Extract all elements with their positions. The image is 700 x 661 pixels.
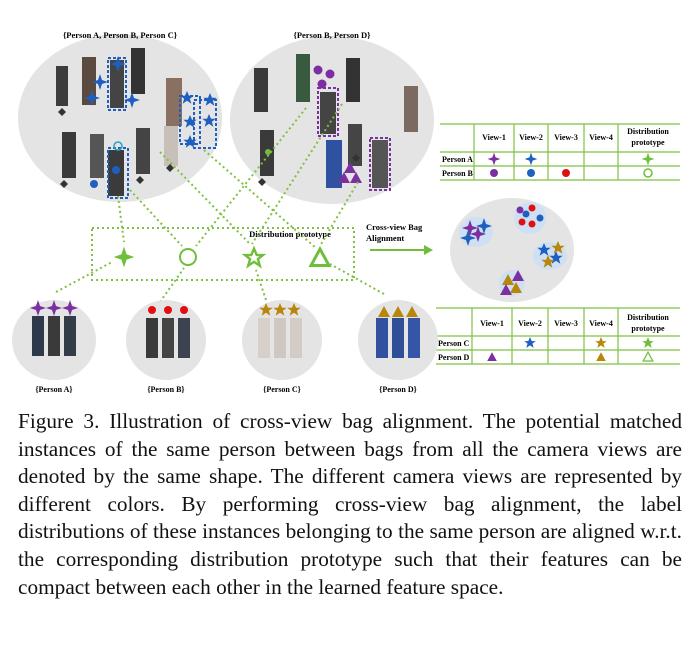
prototype-star5-icon	[241, 245, 267, 269]
bottom-bag-label-person-a: {Person A}	[35, 385, 72, 394]
table-top-header-view4: View-4	[589, 133, 613, 142]
prototype-box: Distribution prototype	[91, 227, 355, 281]
star4-icon	[524, 152, 538, 166]
table-top-header-view3: View-3	[554, 133, 578, 142]
arrow-label-line2: Alignment	[366, 233, 404, 243]
figure-caption: Figure 3. Illustration of cross-view bag…	[18, 409, 682, 599]
table-top: View-1 View-2 View-3 View-4 Distribution…	[440, 123, 680, 181]
bottom-bag-person-d: {Person D}	[358, 300, 438, 394]
bottom-bag-label-person-d: {Person D}	[379, 385, 417, 394]
table-top-header-prototype: prototype	[631, 138, 665, 147]
table-bottom-header-view3: View-3	[554, 319, 578, 328]
table-top-header-view2: View-2	[519, 133, 543, 142]
bottom-bag-label-person-c: {Person C}	[263, 385, 301, 394]
bottom-bag-person-a: {Person A}	[12, 300, 96, 394]
person-crops	[56, 48, 182, 196]
star4-icon	[487, 152, 501, 166]
triangle-outline-icon	[642, 350, 654, 362]
bag-top-right-label: {Person B, Person D}	[293, 30, 371, 40]
star5-icon	[642, 337, 654, 348]
arrow-label-line1: Cross-view Bag	[366, 222, 423, 232]
table-top-header-distribution: Distribution	[627, 127, 669, 136]
bag-top-left: {Person A, Person B, Person C}	[18, 30, 222, 202]
table-bottom-header-view1: View-1	[480, 319, 504, 328]
table-bottom-header-view4: View-4	[589, 319, 613, 328]
table-top-header-view1: View-1	[482, 133, 506, 142]
table-bottom-header-view2: View-2	[518, 319, 542, 328]
bag-top-left-label: {Person A, Person B, Person C}	[63, 30, 178, 40]
view1-circle-markers	[313, 65, 335, 89]
triangle-icon	[487, 352, 497, 361]
bottom-bag-person-c: {Person C}	[242, 300, 322, 394]
arrow-head-icon	[424, 245, 433, 255]
circle-outline-icon	[643, 168, 653, 178]
table-top-row-person-a: Person A	[442, 155, 473, 164]
triangle-icon	[596, 352, 606, 361]
prototype-label: Distribution prototype	[249, 229, 331, 239]
view-marker-green	[265, 149, 271, 155]
table-bottom-row-person-d: Person D	[438, 353, 470, 362]
table-bottom-header-prototype: prototype	[631, 324, 665, 333]
bag-top-right: {Person B, Person D}	[230, 30, 434, 204]
dotted-connectors	[55, 103, 385, 303]
person-crops	[254, 54, 418, 188]
table-bottom: View-1 View-2 View-3 View-4 Distribution…	[436, 307, 680, 365]
bottom-bag-person-b: {Person B}	[126, 300, 206, 394]
star5-icon	[595, 337, 607, 348]
table-bottom-row-person-c: Person C	[438, 339, 470, 348]
table-top-row-person-b: Person B	[442, 169, 474, 178]
prototype-triangle-icon	[308, 245, 332, 267]
feature-space	[450, 198, 574, 302]
star5-icon	[524, 337, 536, 348]
prototype-star4-icon	[113, 246, 135, 268]
star4-icon	[641, 152, 655, 166]
circle-icon	[562, 169, 570, 177]
circle-icon	[490, 169, 498, 177]
alignment-arrow: Cross-view Bag Alignment	[366, 222, 433, 255]
figure-3-illustration: {Person A, Person B, Person C}	[12, 30, 680, 394]
highlight-boxes	[317, 87, 391, 191]
prototype-circle-icon	[179, 248, 197, 266]
circle-markers	[90, 141, 123, 188]
circle-icon	[527, 169, 535, 177]
table-bottom-header-distribution: Distribution	[627, 313, 669, 322]
bottom-bag-label-person-b: {Person B}	[147, 385, 184, 394]
